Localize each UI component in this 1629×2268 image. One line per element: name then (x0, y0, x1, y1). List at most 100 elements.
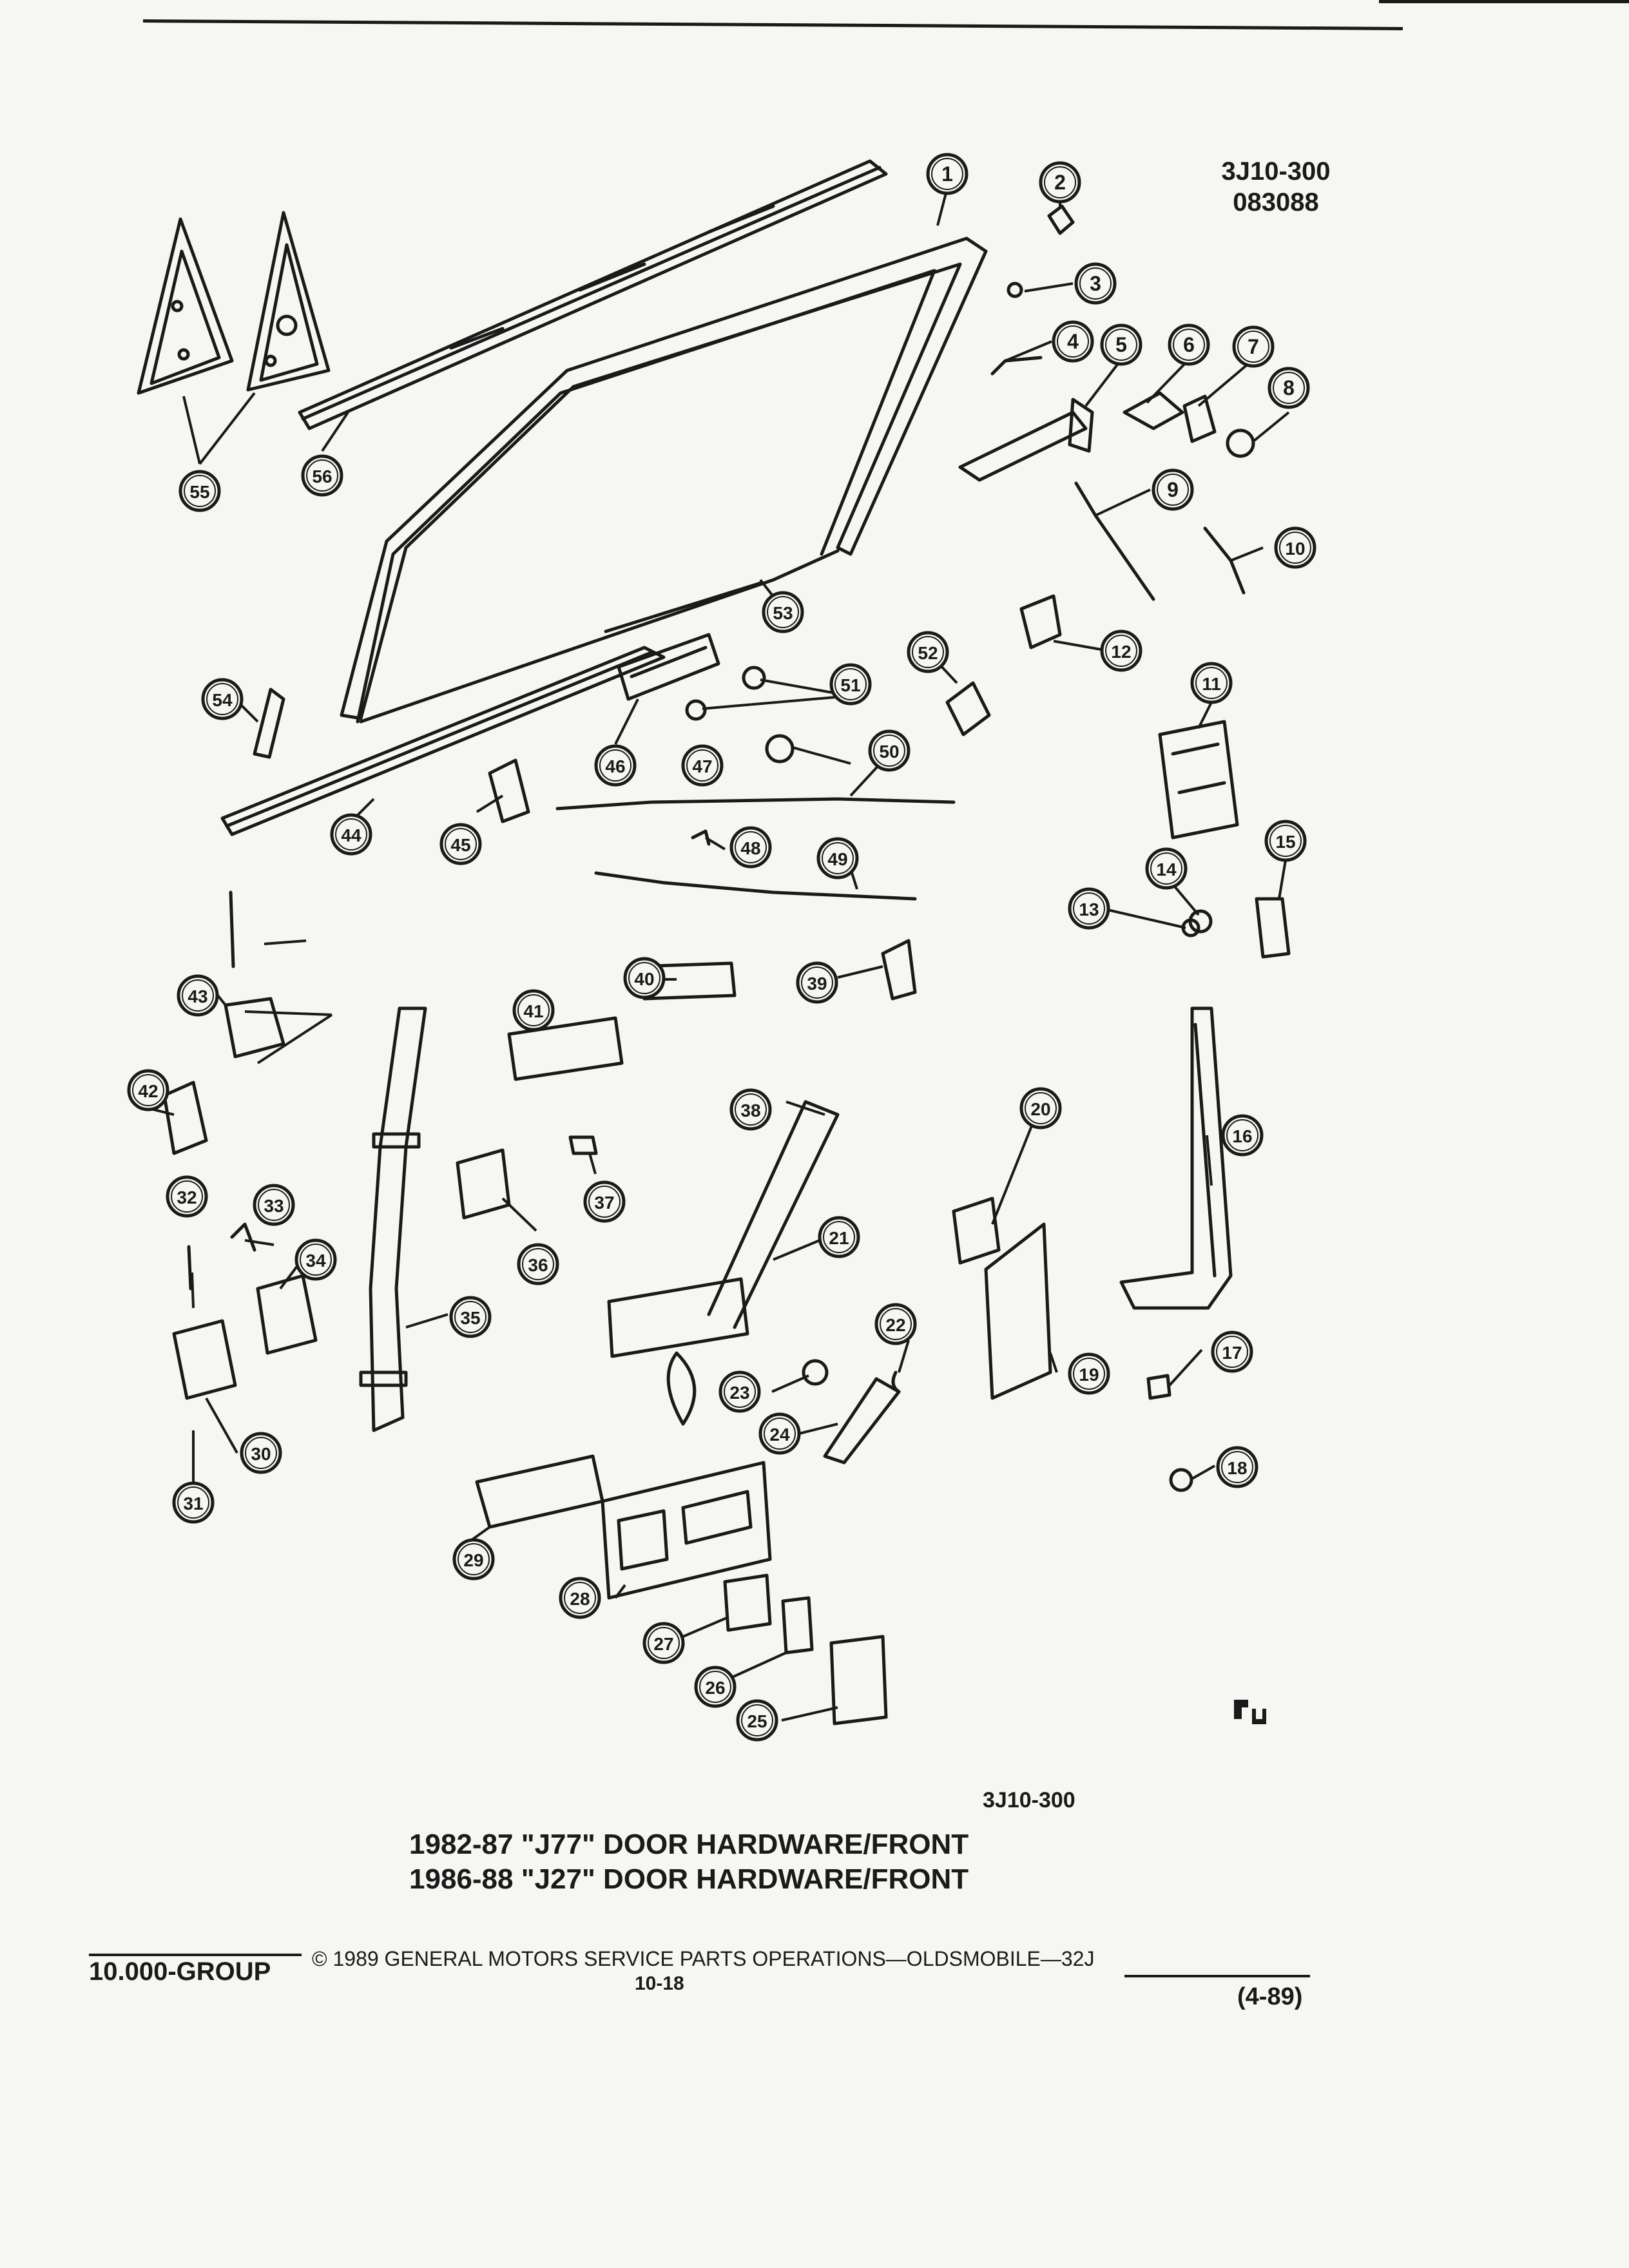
title-line-1: 1982-87 "J77" DOOR HARDWARE/FRONT (409, 1829, 969, 1860)
callout-label: 39 (807, 974, 827, 994)
callout-48: 48 (729, 826, 772, 869)
callout-16: 16 (1221, 1114, 1264, 1157)
callout-30: 30 (240, 1432, 282, 1474)
callout-25: 25 (736, 1699, 778, 1742)
screw-part (1007, 282, 1023, 298)
callout-17: 17 (1211, 1331, 1253, 1373)
callout-21: 21 (818, 1216, 860, 1258)
callout-label: 14 (1156, 860, 1177, 879)
callout-label: 4 (1067, 330, 1079, 353)
callout-10: 10 (1274, 526, 1316, 569)
vent-window-glass (137, 211, 331, 395)
callout-label: 1 (941, 162, 953, 186)
callout-51: 51 (829, 663, 872, 706)
date-code: 083088 (1233, 188, 1319, 216)
outside-handle (958, 410, 1088, 482)
callout-label: 43 (188, 986, 207, 1006)
hinge-pin-lower (187, 1245, 193, 1291)
front-run-channel (369, 1006, 427, 1432)
callout-label: 23 (729, 1383, 749, 1403)
callout-label: 19 (1079, 1365, 1099, 1385)
callout-label: 45 (450, 835, 470, 855)
inner-panel-plate (456, 1148, 511, 1220)
gm-logo (1228, 1687, 1273, 1735)
callout-6: 6 (1168, 323, 1210, 366)
door-latch-detail (1171, 742, 1226, 794)
callout-label: 21 (829, 1228, 849, 1248)
footer-rule-right (1124, 1975, 1310, 1977)
callout-4: 4 (1052, 320, 1094, 363)
upper-weatherstrip (298, 159, 888, 430)
hinge-spring (230, 1222, 256, 1252)
rear-run-channel-line (1193, 1023, 1217, 1278)
callout-12: 12 (1100, 629, 1142, 672)
window-crank (823, 1377, 901, 1465)
run-channel-brackets (359, 1132, 421, 1387)
callout-7: 7 (1232, 325, 1275, 368)
callout-label: 12 (1111, 642, 1131, 662)
hinge-pin (229, 890, 235, 968)
callout-40: 40 (623, 957, 666, 999)
callout-37: 37 (583, 1180, 626, 1223)
callout-label: 41 (523, 1001, 543, 1021)
illustration-code: 3J10-300 (1221, 157, 1331, 186)
callout-26: 26 (694, 1666, 737, 1708)
sprocket (1255, 897, 1291, 959)
callout-label: 49 (827, 849, 847, 869)
callout-label: 47 (692, 756, 712, 776)
pad-part (568, 1135, 598, 1155)
knob-part (765, 734, 795, 764)
inside-handle (507, 1016, 624, 1081)
callout-24: 24 (758, 1412, 801, 1455)
callout-label: 35 (460, 1308, 480, 1328)
door-bumper (1146, 1374, 1171, 1400)
door-glass-frame (340, 236, 988, 724)
upper-hinge-body-side (224, 997, 285, 1059)
callout-56: 56 (301, 454, 343, 497)
callout-29: 29 (452, 1538, 495, 1581)
callout-19: 19 (1068, 1352, 1110, 1395)
callout-label: 31 (183, 1494, 203, 1514)
belt-weatherstrip (220, 646, 666, 836)
callout-label: 51 (840, 675, 860, 695)
callout-54: 54 (201, 678, 244, 720)
callout-label: 46 (605, 756, 625, 776)
lower-hinge-door-side (172, 1319, 237, 1400)
callout-49: 49 (816, 837, 859, 879)
callout-label: 25 (747, 1711, 767, 1731)
callout-15: 15 (1264, 820, 1307, 862)
callout-2: 2 (1039, 161, 1081, 204)
callout-label: 11 (1202, 674, 1221, 694)
callout-label: 28 (570, 1589, 590, 1609)
switch-bezel (829, 1635, 888, 1725)
reference-code: 3J10-300 083088 (1205, 156, 1347, 218)
callout-32: 32 (166, 1175, 208, 1218)
callout-50: 50 (868, 729, 911, 772)
gasket-part (1226, 428, 1255, 458)
top-right-rule (1379, 0, 1629, 3)
callout-11: 11 (1190, 662, 1233, 704)
callout-41: 41 (512, 989, 555, 1032)
callout-label: 29 (463, 1550, 483, 1570)
callout-label: 48 (740, 838, 760, 858)
callout-label: 7 (1248, 335, 1259, 358)
callout-label: 54 (212, 690, 233, 710)
callout-33: 33 (253, 1184, 295, 1226)
callout-14: 14 (1145, 847, 1188, 890)
power-window-switch (723, 1573, 772, 1632)
callout-label: 34 (305, 1251, 326, 1271)
callout-38: 38 (729, 1088, 772, 1131)
callout-label: 55 (189, 482, 209, 502)
regulator-sector-gear (666, 1351, 697, 1426)
upper-hinge-door-side (162, 1081, 208, 1155)
callout-label: 5 (1115, 333, 1127, 356)
armrest-bezel-openings (617, 1490, 753, 1571)
callout-label: 50 (879, 742, 899, 762)
callout-label: 3 (1090, 272, 1101, 295)
callout-label: 16 (1232, 1126, 1252, 1146)
leader-lines (148, 187, 1290, 1722)
callout-53: 53 (762, 591, 804, 633)
callout-label: 44 (341, 825, 361, 845)
